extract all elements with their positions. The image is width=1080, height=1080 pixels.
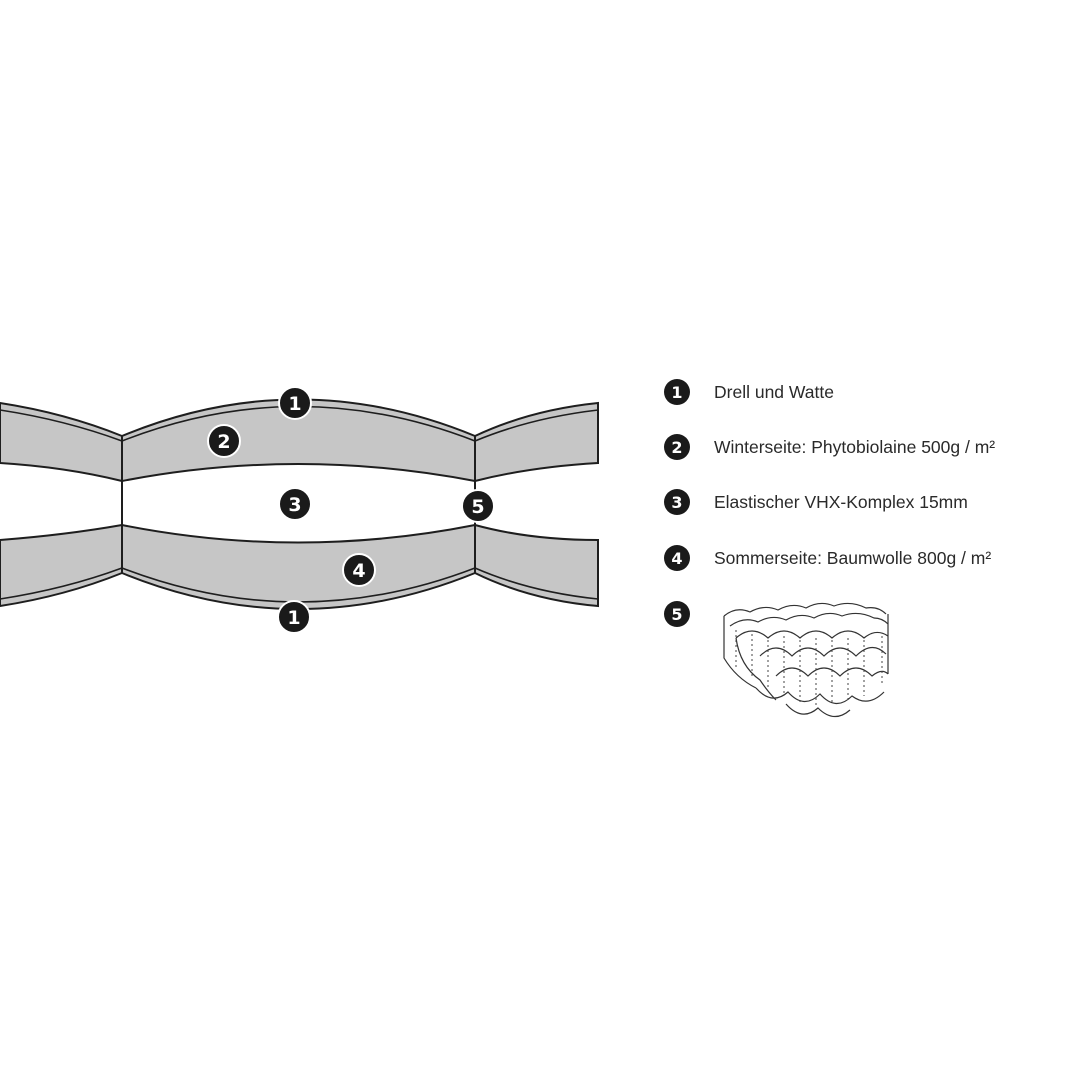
right-lower-seam: [474, 567, 599, 600]
legend-item-1: 1 Drell und Watte: [664, 377, 834, 407]
legend-label: Elastischer VHX-Komplex 15mm: [714, 491, 968, 512]
legend-number: 2: [664, 434, 690, 460]
svg-text:2: 2: [217, 431, 230, 453]
legend-number: 4: [664, 545, 690, 571]
marker-4: 4: [342, 553, 376, 587]
legend-label: Drell und Watte: [714, 381, 834, 402]
marker-3: 3: [278, 487, 312, 521]
legend-number: 3: [664, 489, 690, 515]
svg-text:4: 4: [352, 560, 365, 582]
svg-text:3: 3: [288, 494, 301, 516]
legend-label: Sommerseite: Baumwolle 800g / m²: [714, 547, 992, 568]
right-upper-seam: [474, 409, 599, 442]
left-upper-layer: [0, 401, 123, 483]
legend-item-4: 4 Sommerseite: Baumwolle 800g / m²: [664, 543, 991, 573]
center-lower-layer: [121, 523, 476, 610]
left-lower-seam: [0, 567, 123, 600]
marker-1-top: 1: [278, 386, 312, 420]
right-upper-layer: [474, 401, 599, 483]
svg-text:1: 1: [287, 607, 300, 629]
marker-5: 5: [461, 489, 495, 523]
marker-1-bottom: 1: [277, 600, 311, 634]
marker-2: 2: [207, 424, 241, 458]
spring-complex-illustration: [723, 602, 889, 718]
legend-label: Winterseite: Phytobiolaine 500g / m²: [714, 436, 996, 457]
legend-number: 5: [664, 601, 690, 627]
left-upper-seam: [0, 409, 123, 442]
legend-item-3: 3 Elastischer VHX-Komplex 15mm: [664, 487, 968, 517]
legend-item-2: 2 Winterseite: Phytobiolaine 500g / m²: [664, 432, 995, 462]
legend-number: 1: [664, 379, 690, 405]
svg-text:5: 5: [471, 496, 484, 518]
left-lower-layer: [0, 523, 123, 608]
svg-text:1: 1: [288, 393, 301, 415]
right-lower-layer: [474, 523, 599, 608]
legend-item-5: 5: [664, 599, 690, 629]
